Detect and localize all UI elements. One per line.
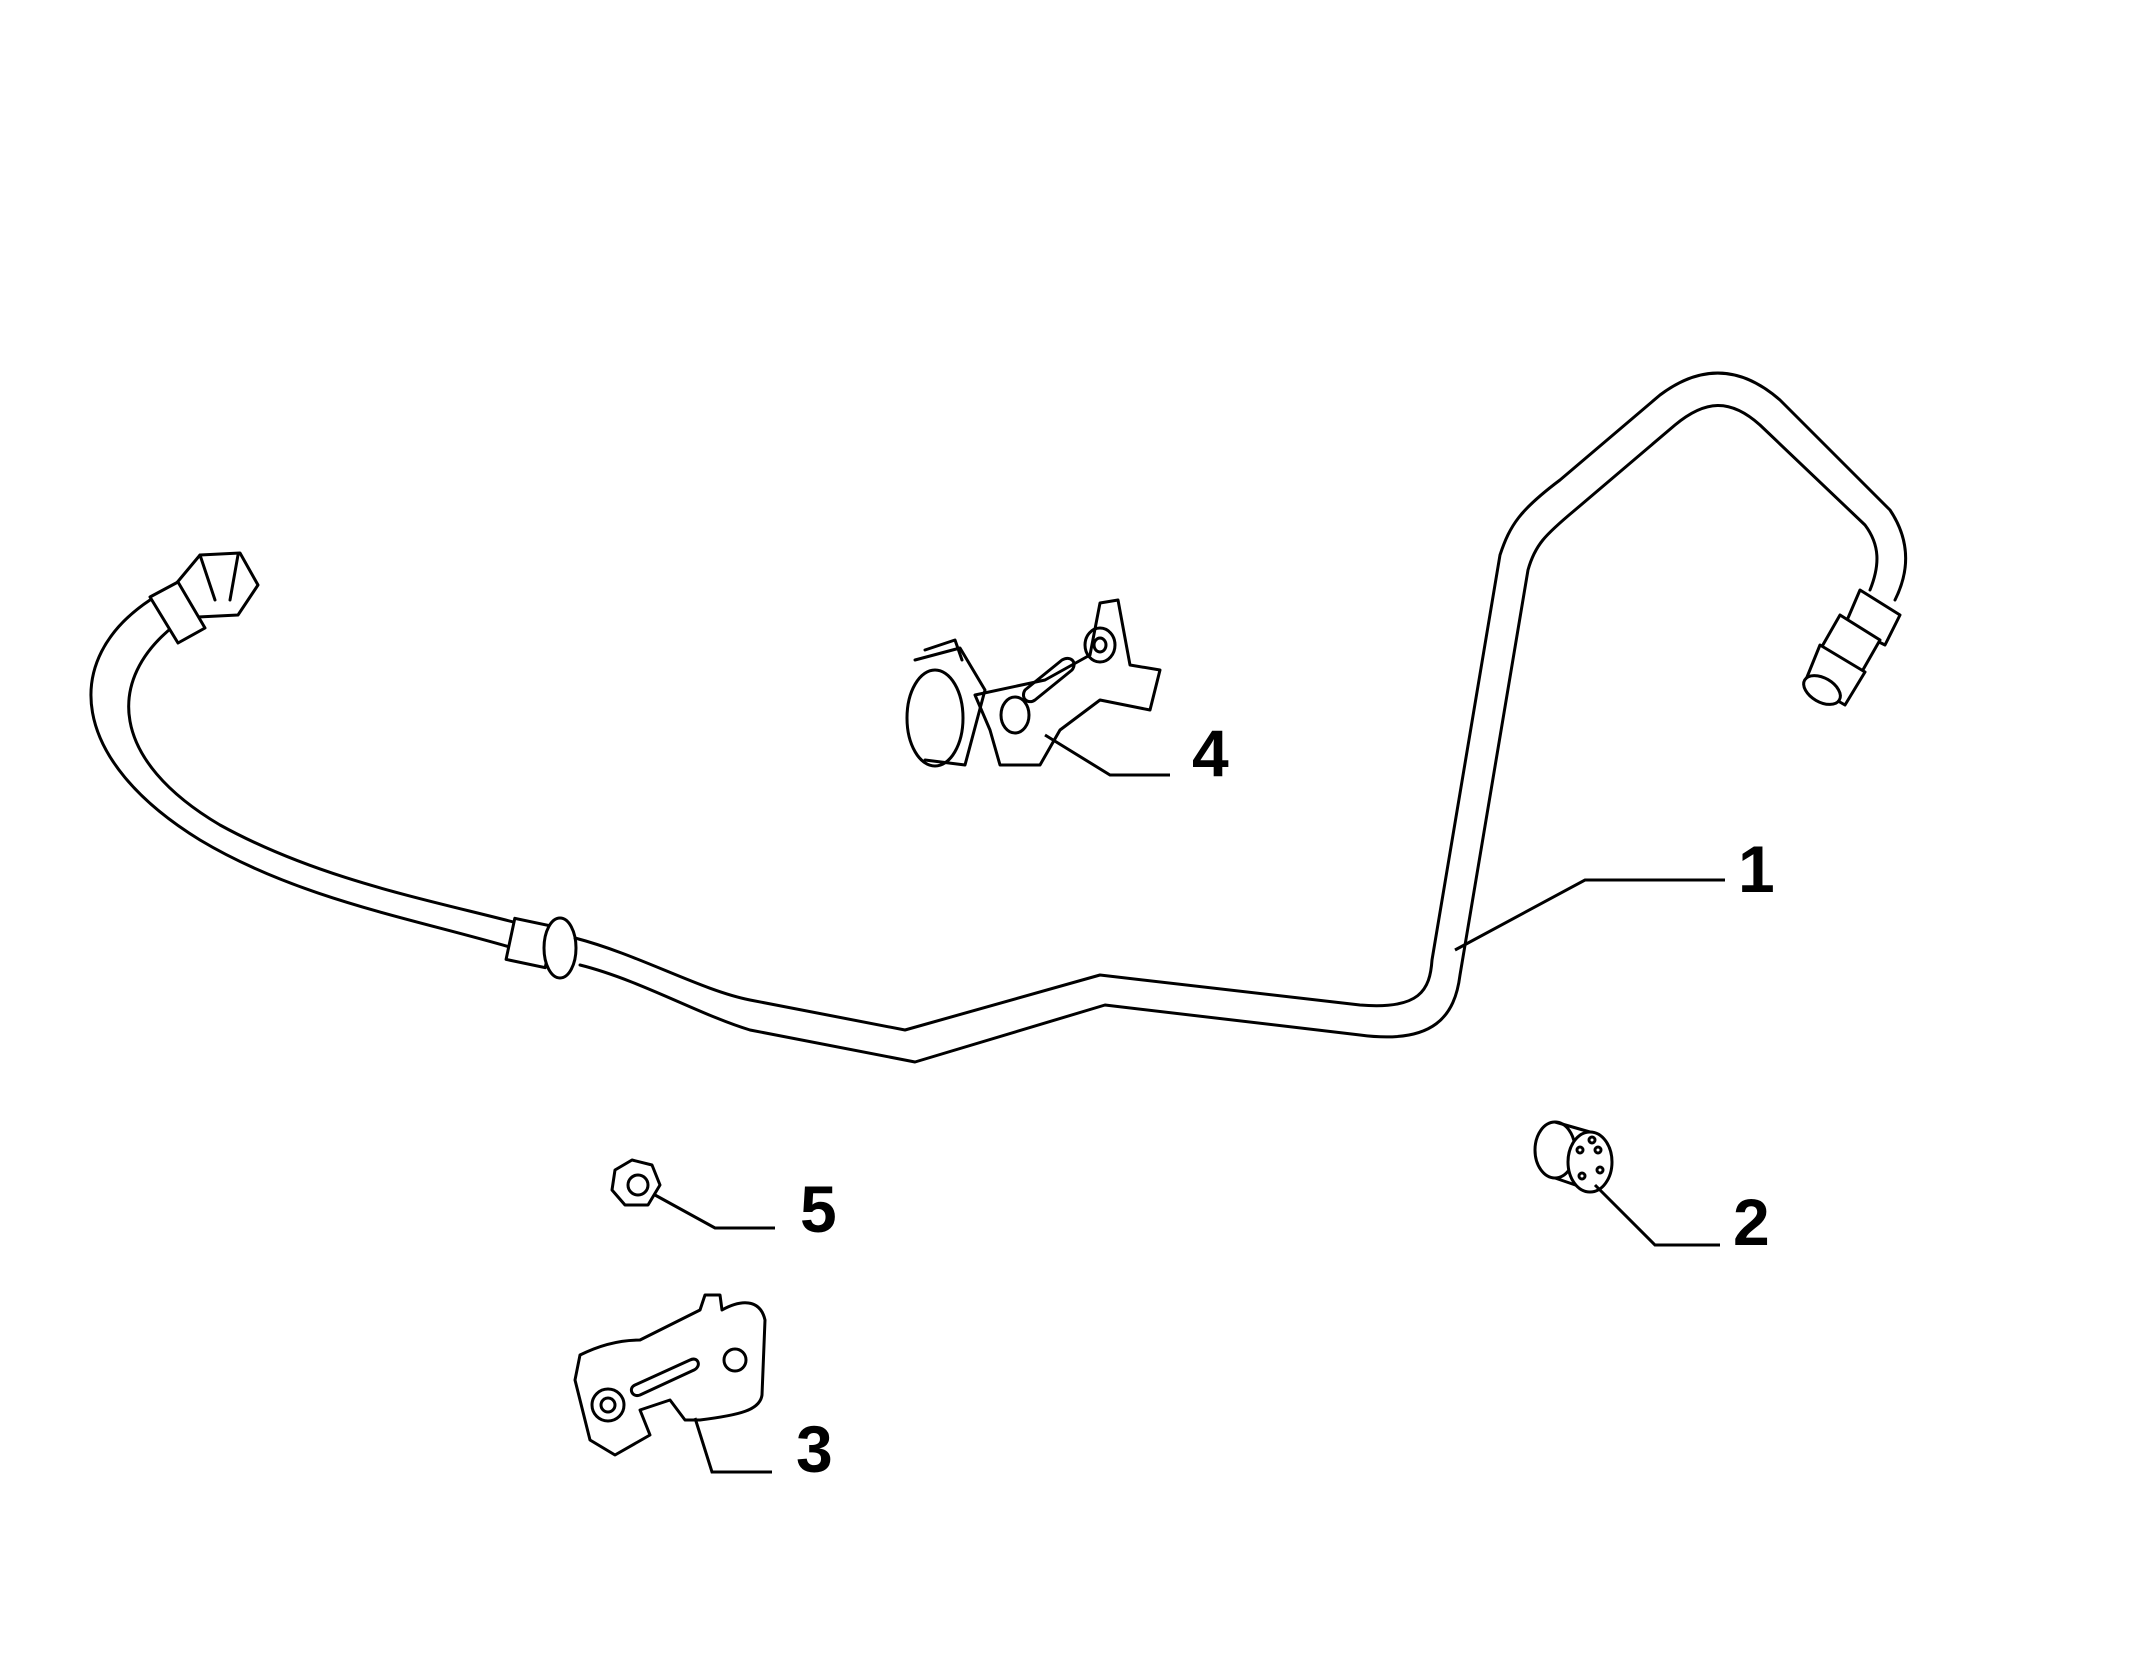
leader-4 bbox=[1044, 733, 1170, 777]
callout-2: 2 bbox=[1733, 1185, 1770, 1259]
leader-5 bbox=[654, 1193, 775, 1230]
hose-collar bbox=[504, 916, 578, 980]
callout-3: 3 bbox=[796, 1412, 833, 1486]
leader-1 bbox=[1454, 878, 1725, 952]
right-fitting bbox=[1802, 588, 1902, 707]
left-hex-fitting bbox=[148, 551, 260, 645]
part-2-grommet[interactable] bbox=[1533, 1120, 1614, 1194]
callout-5: 5 bbox=[800, 1172, 837, 1246]
part-3-bracket[interactable] bbox=[573, 1293, 767, 1457]
part-5-hex-nut[interactable] bbox=[610, 1158, 662, 1207]
leader-2 bbox=[1593, 1183, 1720, 1247]
callout-1: 1 bbox=[1738, 832, 1775, 906]
callout-4: 4 bbox=[1192, 716, 1229, 790]
part-4-clip-bracket[interactable] bbox=[905, 598, 1162, 768]
leader-3 bbox=[693, 1417, 772, 1474]
part-1-pipe[interactable] bbox=[89, 371, 1908, 1064]
